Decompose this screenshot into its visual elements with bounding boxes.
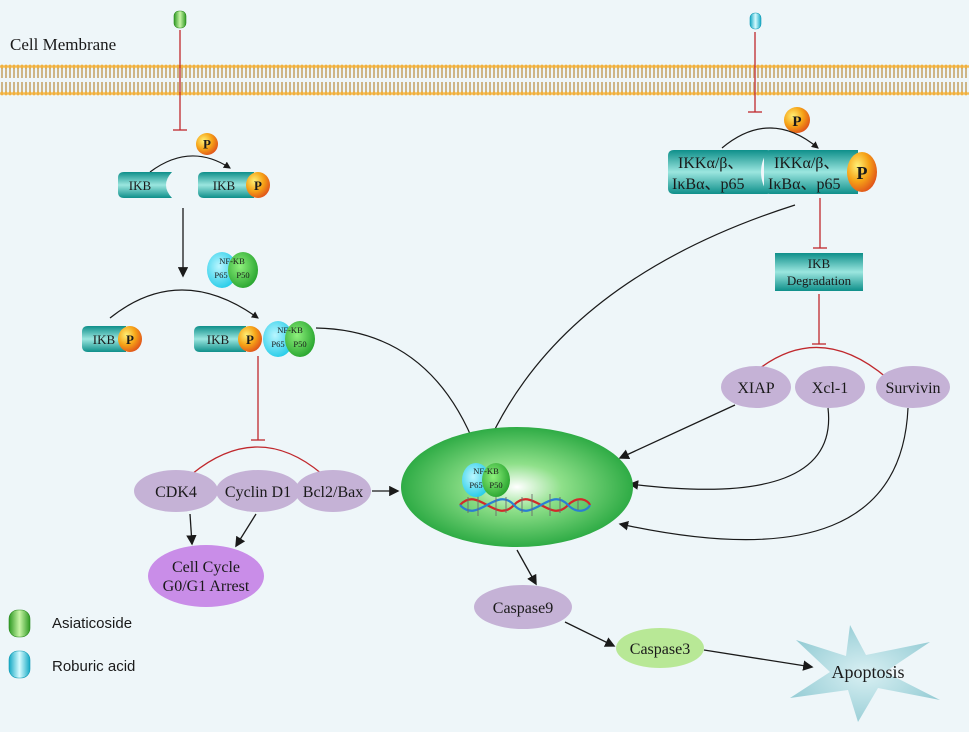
xcl1-label: Xcl-1 bbox=[812, 380, 848, 397]
asiaticoside-inhibition-line bbox=[173, 30, 187, 131]
phosphate-label-4: P bbox=[246, 332, 254, 347]
caspase3-node: Caspase3 bbox=[616, 628, 704, 668]
nucleus bbox=[401, 427, 633, 547]
membrane-label: Cell Membrane bbox=[10, 35, 116, 54]
legend-label-asiaticoside: Asiaticoside bbox=[52, 615, 132, 632]
p50-label-nuclear: P50 bbox=[489, 480, 502, 490]
phosphate-label: P bbox=[203, 137, 211, 152]
cell-cycle-arrest-node: Cell Cycle G0/G1 Arrest bbox=[148, 545, 264, 607]
ikk-complex: IKKα/β、 IκBα、p65 bbox=[668, 150, 768, 194]
ikk-p-line1: IKKα/β、 bbox=[774, 155, 839, 172]
cell-membrane bbox=[0, 64, 969, 96]
nfkb-label: NF-KB bbox=[219, 256, 245, 266]
caspase9-to-caspase3-arrow bbox=[564, 621, 616, 647]
phosphorylation-arrow bbox=[149, 155, 231, 173]
caspase3-label: Caspase3 bbox=[630, 641, 690, 658]
complex-to-nucleus-arrow bbox=[315, 327, 478, 450]
right-phosphorylation-arrow bbox=[721, 127, 819, 149]
cdk4-to-arrest-arrow bbox=[186, 513, 197, 546]
cyclin-d1-label: Cyclin D1 bbox=[225, 484, 291, 501]
right-inhibition-line-1 bbox=[813, 198, 827, 249]
legend-item-roburic-acid: Roburic acid bbox=[8, 650, 135, 679]
ikk-line1: IKKα/β、 bbox=[678, 155, 743, 172]
ikk-p-line2: IκBα、p65 bbox=[768, 176, 840, 193]
phosphate-label-3: P bbox=[126, 332, 134, 347]
apoptosis-star: Apoptosis bbox=[790, 625, 940, 722]
arrest-line1: Cell Cycle bbox=[172, 559, 240, 576]
roburic-acid-inhibition-line bbox=[748, 32, 762, 113]
roburic-acid-capsule-icon bbox=[749, 12, 762, 30]
p50-label-2: P50 bbox=[293, 339, 306, 349]
survivin-label: Survivin bbox=[885, 380, 940, 397]
xiap-to-nucleus-arrow bbox=[618, 404, 736, 460]
binding-arrow bbox=[109, 289, 259, 319]
nfkb-label-2: NF-KB bbox=[277, 325, 303, 335]
ikb-label: IKB bbox=[129, 178, 152, 193]
survivin-node: Survivin bbox=[876, 366, 950, 408]
dna-helix bbox=[459, 494, 592, 516]
ikb-label-3: IKB bbox=[93, 332, 116, 347]
ikb-label-4: IKB bbox=[207, 332, 230, 347]
degradation-line2: Degradation bbox=[787, 273, 852, 288]
p65-label-nuclear: P65 bbox=[469, 480, 482, 490]
cyclin-d1-node: Cyclin D1 bbox=[216, 470, 300, 512]
xcl1-node: Xcl-1 bbox=[795, 366, 865, 408]
phosphate-circle-right: P bbox=[784, 107, 810, 133]
bcl2-bax-node: Bcl2/Bax bbox=[295, 470, 371, 512]
legend-item-asiaticoside: Asiaticoside bbox=[8, 609, 132, 638]
xiap-label: XIAP bbox=[737, 380, 774, 397]
ikb-degradation-node: IKB Degradation bbox=[775, 253, 863, 291]
ikk-to-nucleus-arrow bbox=[484, 204, 796, 450]
p65-label: P65 bbox=[214, 270, 227, 280]
arrest-line2: G0/G1 Arrest bbox=[163, 578, 250, 595]
survivin-to-nucleus-arrow bbox=[618, 407, 909, 541]
nucleus-to-caspase9-arrow bbox=[516, 549, 537, 586]
caspase9-label: Caspase9 bbox=[493, 600, 553, 617]
caspase9-node: Caspase9 bbox=[474, 585, 572, 629]
legend-label-roburic-acid: Roburic acid bbox=[52, 658, 135, 675]
nfkb-label-nuclear: NF-KB bbox=[473, 466, 499, 476]
ikk-line2: IκBα、p65 bbox=[672, 176, 744, 193]
left-inhibition-line bbox=[191, 356, 323, 475]
p50-label: P50 bbox=[236, 270, 249, 280]
green-capsule-icon bbox=[8, 609, 31, 638]
ikb-phosphorylated: IKB P bbox=[198, 172, 270, 198]
bcl2-bax-label: Bcl2/Bax bbox=[303, 484, 363, 501]
legend: Asiaticoside Roburic acid bbox=[8, 609, 135, 679]
ikb-nfkb-complex: IKB P NF-KB P65 P50 bbox=[194, 321, 315, 357]
ikb-phosphorylated-2: IKB P bbox=[82, 326, 142, 352]
p65-label-2: P65 bbox=[271, 339, 284, 349]
cyclin-to-arrest-arrow bbox=[235, 513, 257, 548]
phosphate-label-right: P bbox=[792, 114, 801, 130]
cdk4-node: CDK4 bbox=[134, 470, 218, 512]
phosphate-label-2: P bbox=[254, 178, 262, 193]
cyan-capsule-icon bbox=[8, 650, 31, 679]
ikb-label-2: IKB bbox=[213, 178, 236, 193]
xcl1-to-nucleus-arrow bbox=[628, 407, 830, 490]
ikb-protein: IKB bbox=[118, 172, 172, 198]
apoptosis-label: Apoptosis bbox=[831, 662, 904, 682]
nfkb-complex-free: NF-KB P65 P50 bbox=[207, 252, 258, 288]
caspase3-to-apoptosis-arrow bbox=[703, 649, 814, 671]
nfkb-complex-nuclear: NF-KB P65 P50 bbox=[462, 463, 510, 497]
xiap-node: XIAP bbox=[721, 366, 791, 408]
asiaticoside-capsule-icon bbox=[173, 10, 187, 29]
phosphate-circle: P bbox=[196, 133, 218, 155]
right-inhibition-line-2 bbox=[754, 294, 888, 379]
cdk4-label: CDK4 bbox=[155, 484, 197, 501]
degradation-line1: IKB bbox=[808, 256, 831, 271]
phosphate-label-right-2: P bbox=[857, 163, 868, 183]
ikk-complex-phosphorylated: IKKα/β、 IκBα、p65 P bbox=[764, 150, 877, 194]
